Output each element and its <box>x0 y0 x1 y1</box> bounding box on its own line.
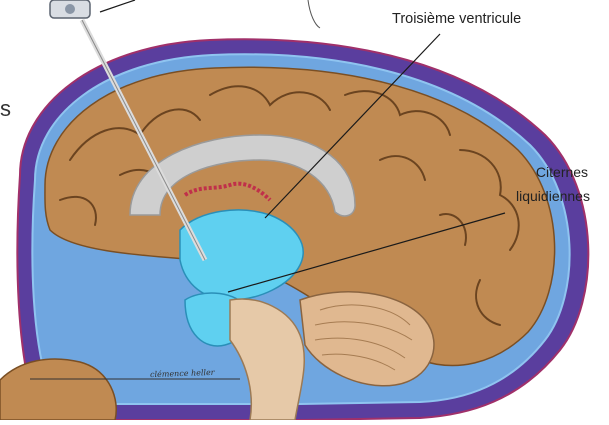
label-edge-fragment: s <box>0 100 11 118</box>
device-arrow <box>100 0 135 12</box>
label-cisterns-line2: liquidiennes <box>497 187 609 205</box>
label-cisterns-line1: Citernes <box>522 163 602 181</box>
top-bracket <box>308 0 320 28</box>
label-third-ventricle: Troisième ventricule <box>392 10 521 28</box>
pump-device-icon <box>50 0 90 18</box>
